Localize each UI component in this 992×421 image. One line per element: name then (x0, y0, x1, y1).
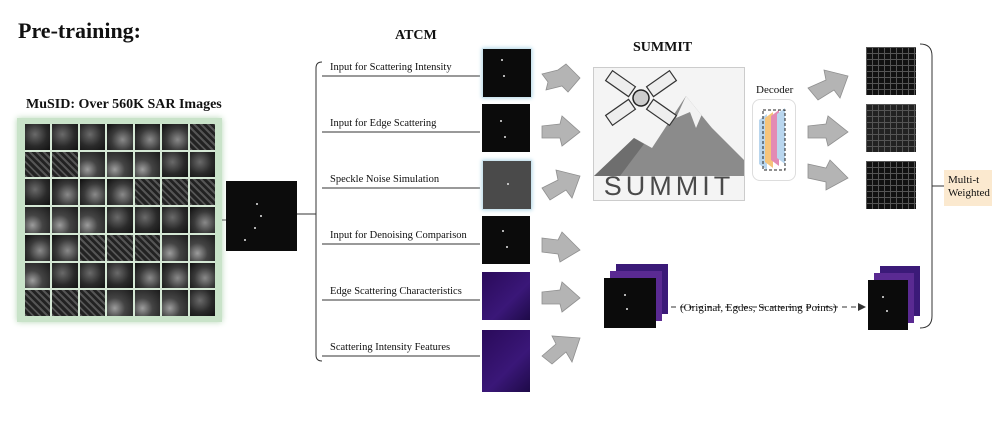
dataset-tile (189, 262, 215, 289)
dataset-tile (134, 262, 161, 289)
branch-label-2: Input for Edge Scattering (330, 118, 437, 129)
arrow-icon (807, 159, 849, 191)
arrow-icon (541, 231, 581, 263)
arrow-icon (541, 115, 581, 147)
branch-thumb-3 (482, 160, 532, 210)
dataset-tile (25, 262, 51, 289)
branch-label-4: Input for Denoising Comparison (330, 230, 467, 241)
dataset-tile (25, 234, 51, 261)
dataset-tile (79, 290, 106, 316)
atcm-title: ATCM (395, 28, 437, 43)
dataset-tile (134, 234, 161, 261)
dataset-tile (25, 179, 51, 206)
dataset-tile (52, 151, 78, 178)
branch-thumb-5 (482, 272, 530, 320)
branch-thumb-6 (482, 330, 530, 392)
dataset-tile (79, 179, 106, 206)
dataset-tile (107, 234, 133, 261)
dataset-tile (107, 207, 133, 233)
arrow-icon (541, 63, 581, 93)
arrow-icon (541, 335, 581, 365)
dataset-tile (134, 179, 161, 206)
branch-label-5: Edge Scattering Characteristics (330, 286, 462, 297)
dataset-tile (189, 179, 215, 206)
decoder-label: Decoder (756, 84, 794, 96)
decoder-layers-icon (759, 108, 786, 171)
stack-right-front (868, 280, 908, 330)
dataset-tile (79, 207, 106, 233)
dataset-tile (162, 124, 188, 150)
arrow-icon (807, 69, 849, 101)
summit-title: SUMMIT (633, 40, 693, 55)
mountain-icon (594, 96, 744, 176)
dataset-tile (189, 151, 215, 178)
branch-label-1: Input for Scattering Intensity (330, 62, 452, 73)
branch-thumb-4 (482, 216, 530, 264)
dataset-tile (189, 290, 215, 316)
dataset-tile (134, 151, 161, 178)
dataset-tile (25, 290, 51, 316)
dataset-title: MuSID: Over 560K SAR Images (26, 97, 222, 112)
decoder-block (752, 99, 796, 181)
dataset-tile (162, 234, 188, 261)
multitask-weighted-box: Multi-t Weighted (944, 170, 992, 206)
dataset-tile (52, 124, 78, 150)
dataset-tile (79, 262, 106, 289)
satellite-icon (604, 69, 678, 127)
sar-sample-image (226, 181, 297, 251)
dataset-tile (134, 124, 161, 150)
dataset-tile (25, 207, 51, 233)
dataset-tile (52, 290, 78, 316)
dataset-tile (107, 124, 133, 150)
dataset-tile (107, 262, 133, 289)
dataset-tile (162, 262, 188, 289)
dataset-tile (79, 124, 106, 150)
page-title: Pre-training: (18, 18, 142, 43)
side-box-line1: Multi-t (948, 174, 980, 186)
dataset-tile (79, 151, 106, 178)
dataset-tile (162, 151, 188, 178)
branch-label-6: Scattering Intensity Features (330, 342, 451, 353)
summit-logo-text: SUMMIT (603, 171, 735, 201)
dataset-tile (162, 290, 188, 316)
dataset-tile (52, 234, 78, 261)
pair-label: (Original, Egdes, Scattering Points) (680, 302, 837, 314)
branch-thumb-2 (482, 104, 530, 152)
dataset-tile (107, 151, 133, 178)
dataset-tile (134, 290, 161, 316)
branch-thumb-1 (482, 48, 532, 98)
dataset-tile (162, 207, 188, 233)
branch-label-3: Speckle Noise Simulation (330, 174, 440, 185)
side-box-line2: Weighted (948, 187, 990, 199)
dataset-tile (52, 179, 78, 206)
dataset-tile (162, 179, 188, 206)
arrow-icon (807, 115, 849, 147)
dataset-tile (107, 290, 133, 316)
dataset-tile (52, 262, 78, 289)
dataset-tile (79, 234, 106, 261)
output-thumb-1 (866, 47, 916, 95)
dataset-tile (25, 124, 51, 150)
output-thumb-3 (866, 161, 916, 209)
dataset-image-grid (17, 118, 222, 322)
dataset-tile (107, 179, 133, 206)
summit-logo: SUMMIT (593, 67, 745, 201)
dataset-tile (189, 234, 215, 261)
dataset-tile (25, 151, 51, 178)
dataset-tile (52, 207, 78, 233)
arrow-icon (541, 281, 581, 313)
arrow-icon (541, 169, 581, 201)
dataset-tile (189, 207, 215, 233)
dataset-tile (134, 207, 161, 233)
stack-left-front (604, 278, 656, 328)
dataset-tile (189, 124, 215, 150)
output-thumb-2 (866, 104, 916, 152)
